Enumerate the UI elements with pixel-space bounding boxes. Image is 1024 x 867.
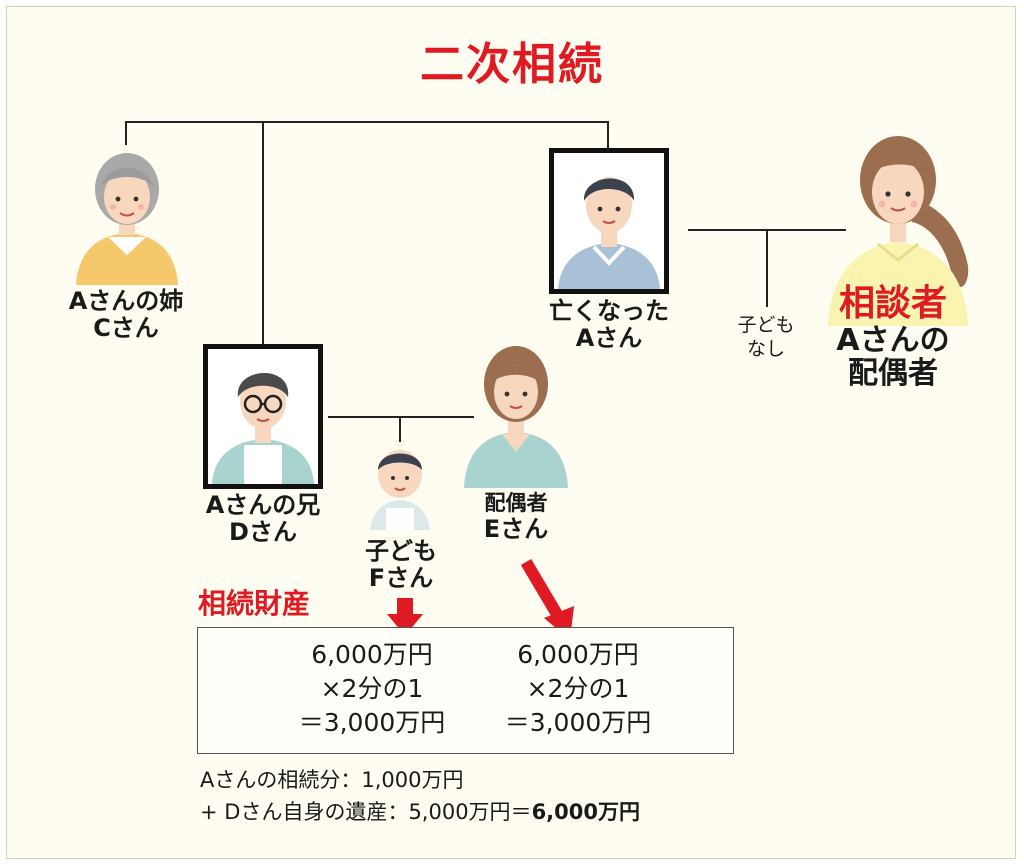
no-children-label: 子ども なし [716,314,816,362]
deceased-portrait-frame [549,148,669,294]
deceased-name-line1: 亡くなった [549,297,669,325]
note-line1: Aさんの相続分：1,000万円 [200,768,464,792]
child-name-line1: 子ども [365,537,437,565]
inheritance-calc-box [197,627,734,754]
note-line2-prefix: + Dさん自身の遺産：5,000万円＝ [200,800,532,824]
brother-name-line2: Dさん [229,517,297,546]
sister-drop-line [125,121,127,145]
inheritance-title: 相続財産 [198,587,311,620]
deceased-drop-line [607,121,609,148]
child-name-line2: Fさん [368,563,434,592]
brother-portrait-frame [203,344,323,489]
sister-name-line2: Cさん [93,313,159,342]
child-illustration [370,450,430,530]
deceased-name-line2: Aさん [575,323,643,352]
brother-label: Aさんの兄 Dさん [188,492,338,546]
deceased-label: 亡くなった Aさん [529,298,689,352]
sister-label: Aさんの姉 Cさん [46,288,206,342]
sister-name-line1: Aさんの姉 [68,287,184,315]
spouse-e-label: 配偶者 Eさん [446,491,586,543]
diagram-title: 二次相続 [420,39,604,90]
e-share-line3: ＝3,000万円 [504,708,652,737]
brother-portrait [212,372,314,484]
consultant-name-line2: 配偶者 [848,356,938,392]
note-line2: + Dさん自身の遺産：5,000万円＝6,000万円 [200,796,640,826]
brother-drop-line [262,121,264,346]
no-children-line2: なし [746,337,785,360]
sister-illustration [76,153,178,285]
f-share-line1: 6,000万円 [311,640,433,669]
consultant-name-line1: Aさんの [836,322,950,358]
consultant-illustration [828,136,969,326]
child-label: 子ども Fさん [336,538,466,592]
f-share-calculation: 6,000万円 ×2分の1 ＝3,000万円 [272,638,472,740]
e-share-line1: 6,000万円 [517,640,639,669]
spouse-e-name-line2: Eさん [483,514,549,543]
consultant-badge: 相談者 [838,283,947,324]
spouse-e-name-line1: 配偶者 [484,491,548,515]
e-share-line2: ×2分の1 [526,674,630,703]
note-line2-total: 6,000万円 [531,800,640,824]
consultant-label: 相談者 Aさんの 配偶者 [808,284,978,391]
spouse-e-illustration [464,346,568,488]
arrow-down-icon [387,598,423,636]
marriage-line-d [328,416,474,418]
no-children-line [766,229,768,307]
child-drop-line [399,416,401,442]
f-share-line3: ＝3,000万円 [298,708,446,737]
deceased-portrait [558,177,660,289]
brother-name-line1: Aさんの兄 [205,491,321,519]
no-children-line1: 子ども [737,314,795,336]
sibling-top-line [126,121,609,123]
f-share-line2: ×2分の1 [320,674,424,703]
e-share-calculation: 6,000万円 ×2分の1 ＝3,000万円 [478,638,678,740]
